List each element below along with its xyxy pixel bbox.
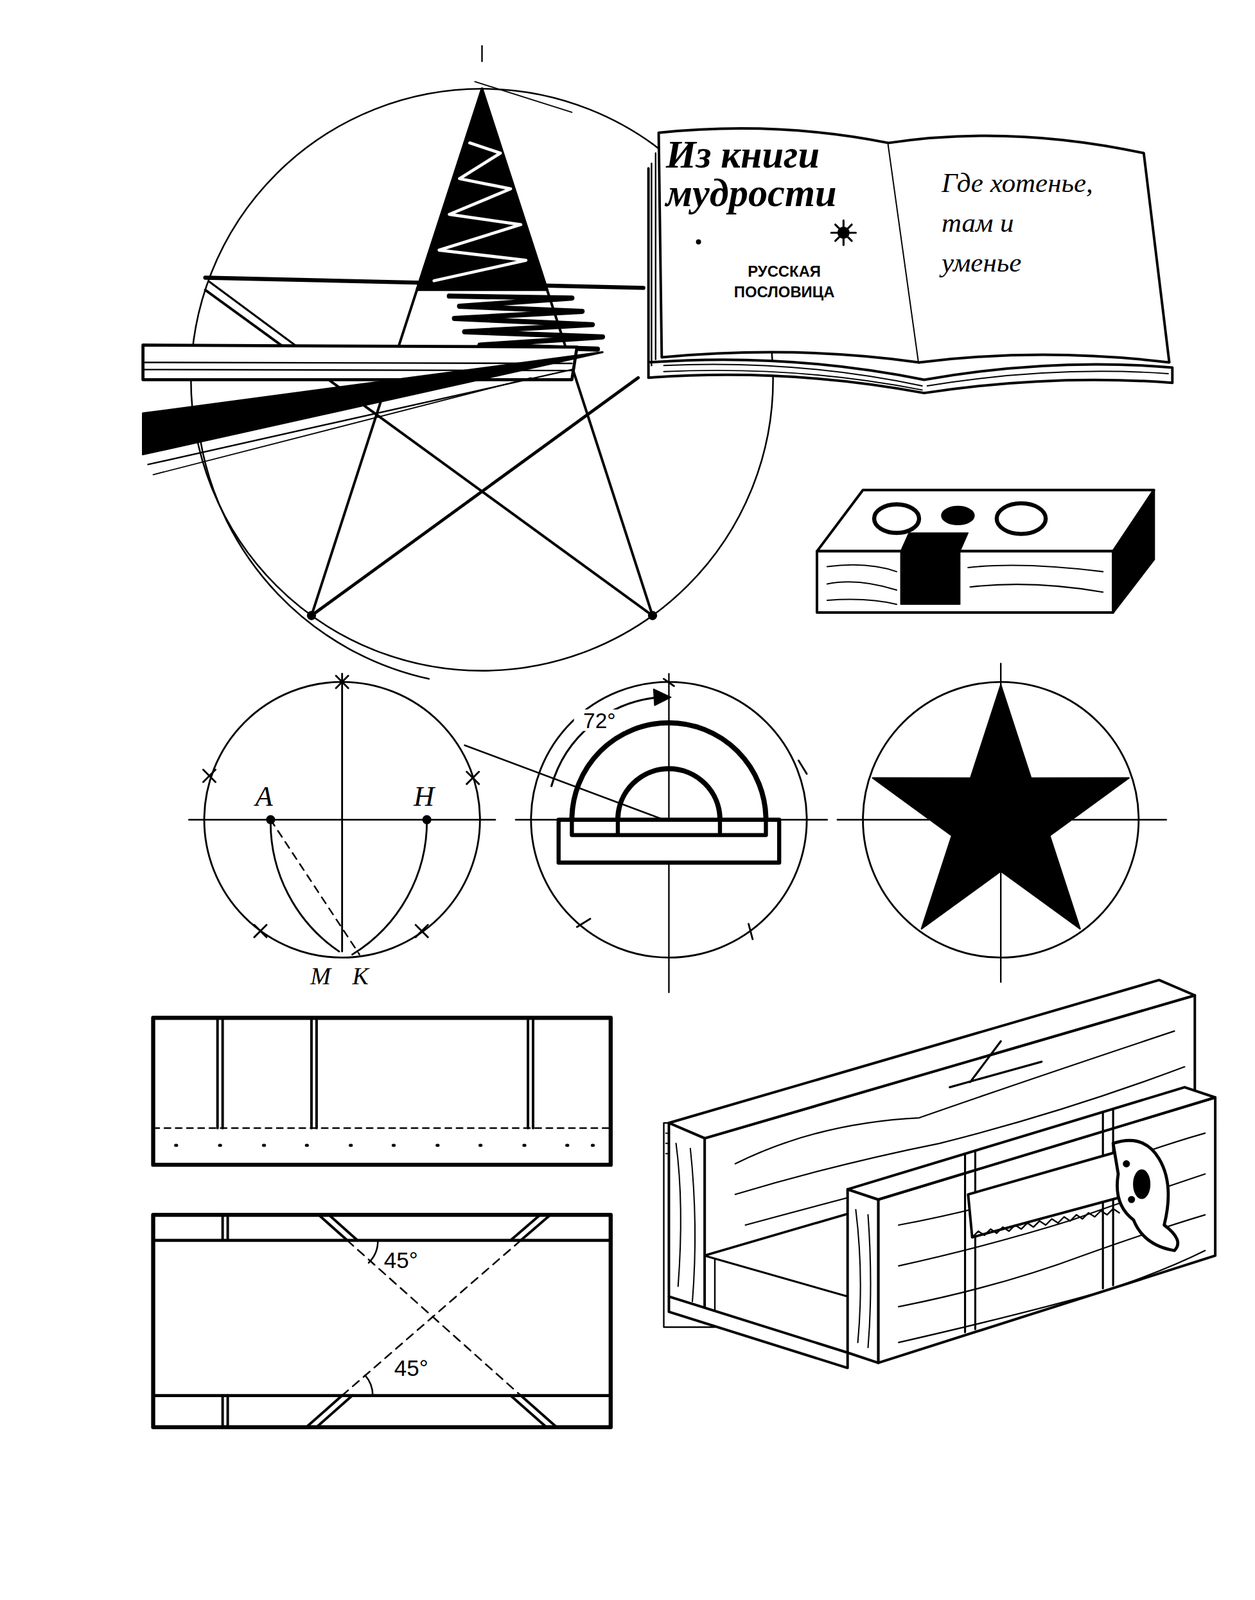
wooden-block [874,504,920,534]
miter-box-plan [365,1375,374,1396]
miter-box-plan [153,1215,611,1428]
miter-box-drawing [1128,1196,1135,1203]
pentagon-construction [341,673,343,952]
wooden-block [941,506,975,526]
board-plan [153,1018,611,1166]
wooden-block [827,565,1103,605]
open-book [651,153,656,367]
star-construction [307,611,316,620]
pentagon-construction [422,815,431,825]
open-book [664,364,1169,390]
open-book [658,128,920,363]
pentagon-construction [352,820,428,956]
finished-star [872,685,1130,930]
protractor-construction [617,768,720,821]
open-book [831,220,856,245]
miter-box-drawing [967,1152,1124,1239]
ruler-and-pencil [143,352,604,455]
miter-box-drawing [676,1143,696,1302]
open-book [696,239,702,245]
proverb-text: Где хотенье, там и уменье [941,163,1096,284]
miter-box-plan [342,1240,521,1397]
board-plan [175,1144,593,1148]
star-construction [434,143,527,282]
protractor-construction [653,689,672,706]
miter-box-drawing [949,1041,1042,1089]
miter-box-drawing [965,1150,976,1333]
miter-box-drawing [664,980,1216,1369]
point-letter: А [255,782,287,812]
wooden-block [900,533,968,552]
star-construction [648,611,658,620]
protractor-construction [558,820,780,864]
open-book [888,135,1169,363]
star-construction [311,377,639,616]
miter-box-drawing [972,1209,1120,1239]
miter-box-drawing [855,1210,871,1349]
angle-label: 45° [394,1358,448,1381]
pentagon-construction [266,815,275,825]
miter-box-drawing [1113,1140,1178,1251]
miter-box-plan [222,1215,229,1428]
angle-label: 45° [384,1249,438,1273]
board-plan [153,1018,611,1166]
miter-box-plan [368,1240,378,1264]
wooden-block [1113,490,1155,613]
protractor-construction [464,673,827,993]
protractor-construction [571,820,766,836]
board-plan [217,1018,534,1129]
pentagon-construction [270,820,340,952]
pentagon-construction [188,673,496,958]
ruler-and-pencil [143,344,578,380]
miter-box-drawing [1133,1170,1150,1200]
miter-box-plan [318,1215,551,1241]
star-construction [474,81,572,113]
star-construction [416,88,548,290]
miter-box-plan [153,1215,611,1428]
protractor-construction [551,697,659,787]
point-letter: К [352,964,382,989]
star-construction [200,439,430,680]
wooden-block [816,551,1114,613]
open-book [648,128,1173,394]
wooden-block [996,503,1046,535]
protractor-construction [571,723,766,821]
miter-box-drawing [1123,1161,1130,1168]
finished-star [837,664,1167,983]
star-construction [205,290,653,616]
miter-box-drawing [847,1189,879,1363]
star-construction [481,46,483,62]
miter-box-plan [306,1396,557,1428]
pentagon-construction [270,820,360,956]
point-letter: Н [413,782,445,812]
miter-box-drawing [668,1123,705,1313]
ruler-and-pencil [143,362,573,364]
ruler-and-pencil [143,344,604,475]
wooden-block [816,490,1155,613]
board-plan [153,1127,611,1130]
wooden-block [816,490,1155,552]
pentagon-construction [202,676,479,938]
star-construction [449,296,604,350]
pentagon-construction [188,819,496,821]
wooden-block [900,551,960,606]
ruler-and-pencil [153,377,532,475]
angle-label: 72° [574,709,626,731]
book-subtitle: РУССКАЯ ПОСЛОВИЦА [707,261,862,303]
miter-box-drawing [668,1296,848,1369]
point-letter: М [310,964,340,989]
book-heading: Из книги мудрости [666,134,886,213]
